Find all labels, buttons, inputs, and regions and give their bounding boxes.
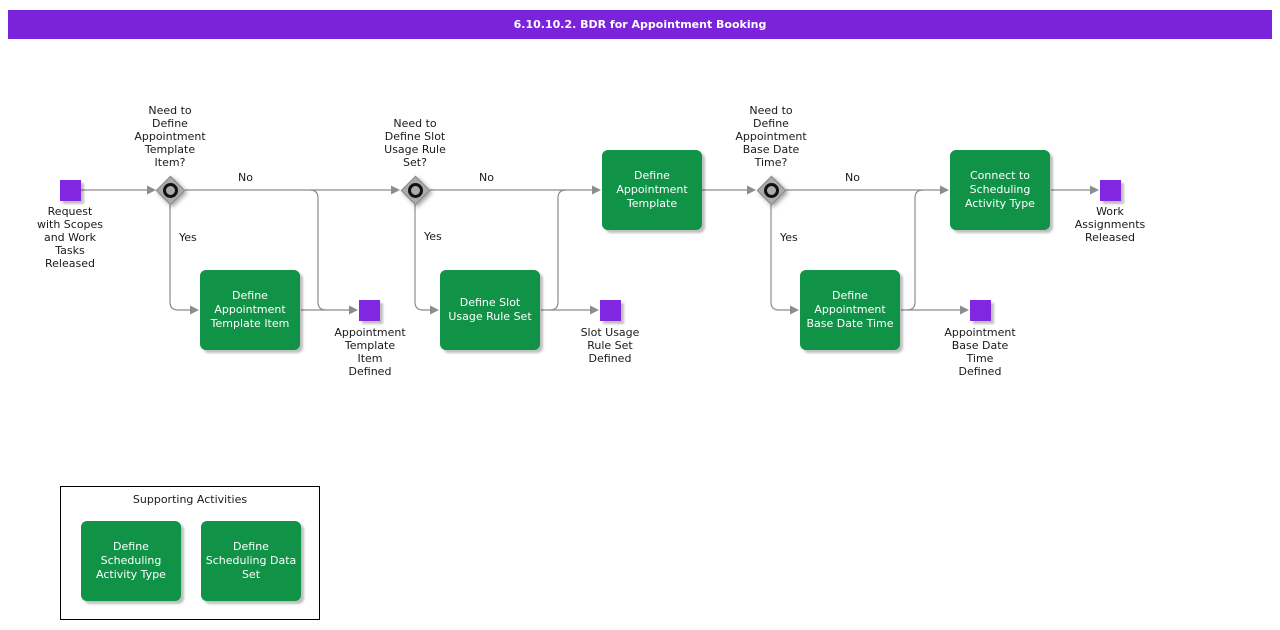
milestone-template-item-label: Appointment Template Item Defined [334,326,406,378]
activity-define-appointment-template[interactable]: Define Appointment Template [602,150,702,230]
page-title: 6.10.10.2. BDR for Appointment Booking [513,18,767,31]
start-event-square [60,180,81,201]
title-bar: 6.10.10.2. BDR for Appointment Booking [8,10,1272,39]
gateway-circle-icon [763,182,779,198]
gateway3-no-label: No [845,171,860,184]
milestone-base-date-time-label: Appointment Base Date Time Defined [944,326,1016,378]
activity-define-slot-usage-rule-set[interactable]: Define Slot Usage Rule Set [440,270,540,350]
arrowhead [790,305,799,315]
connector-gateway2-yes [414,205,430,311]
arrowhead [1090,185,1099,195]
start-event-label: Request with Scopes and Work Tasks Relea… [36,205,104,270]
end-event-label: Work Assignments Released [1074,205,1146,244]
gateway-template-item [155,175,185,205]
connector-junction2 [549,189,567,311]
activity-define-appointment-base-date-time[interactable]: Define Appointment Base Date Time [800,270,900,350]
arrowhead [747,185,756,195]
arrowhead [190,305,199,315]
milestone-slot-usage-label: Slot Usage Rule Set Defined [580,326,640,365]
arrowhead [430,305,439,315]
gateway1-yes-label: Yes [179,231,197,244]
activity-define-scheduling-activity-type[interactable]: Define Scheduling Activity Type [81,521,181,601]
activity-connect-to-scheduling-activity-type[interactable]: Connect to Scheduling Activity Type [950,150,1050,230]
arrowhead [592,185,601,195]
gateway-base-date-time [756,175,786,205]
activity-label: Define Scheduling Activity Type [96,540,166,581]
gateway-circle-icon [162,182,178,198]
connector-junction3 [906,189,924,311]
activity-label: Define Slot Usage Rule Set [448,296,532,323]
activity-label: Define Appointment Template Item [210,289,290,330]
milestone-base-date-time-square [970,300,991,321]
gateway2-no-label: No [479,171,494,184]
arrowheads [147,185,1099,315]
activity-label: Define Scheduling Data Set [205,540,297,581]
connector-gateway3-yes [770,205,790,311]
gateway-slot-usage-question: Need to Define Slot Usage Rule Set? [384,117,446,169]
arrowhead [147,185,156,195]
arrowhead [349,305,358,315]
milestone-slot-usage-square [600,300,621,321]
gateway-template-item-question: Need to Define Appointment Template Item… [134,104,206,169]
gateway3-yes-label: Yes [780,231,798,244]
gateway-base-date-time-question: Need to Define Appointment Base Date Tim… [735,104,807,169]
arrowhead [590,305,599,315]
activity-label: Connect to Scheduling Activity Type [965,169,1035,210]
activity-label: Define Appointment Template [616,169,688,210]
activity-define-scheduling-data-set[interactable]: Define Scheduling Data Set [201,521,301,601]
gateway2-yes-label: Yes [424,230,442,243]
gateway-circle-icon [407,182,423,198]
supporting-activities-group: Supporting Activities Define Scheduling … [60,486,320,620]
arrowhead [960,305,969,315]
arrowhead [940,185,949,195]
activity-label: Define Appointment Base Date Time [806,289,894,330]
activity-define-appointment-template-item[interactable]: Define Appointment Template Item [200,270,300,350]
gateway1-no-label: No [238,171,253,184]
connector-gateway1-yes [169,205,190,311]
milestone-template-item-square [359,300,380,321]
supporting-activities-title: Supporting Activities [132,493,248,506]
end-event-square [1100,180,1121,201]
connector-junction1 [309,189,327,311]
arrowhead [391,185,400,195]
gateway-slot-usage [400,175,430,205]
